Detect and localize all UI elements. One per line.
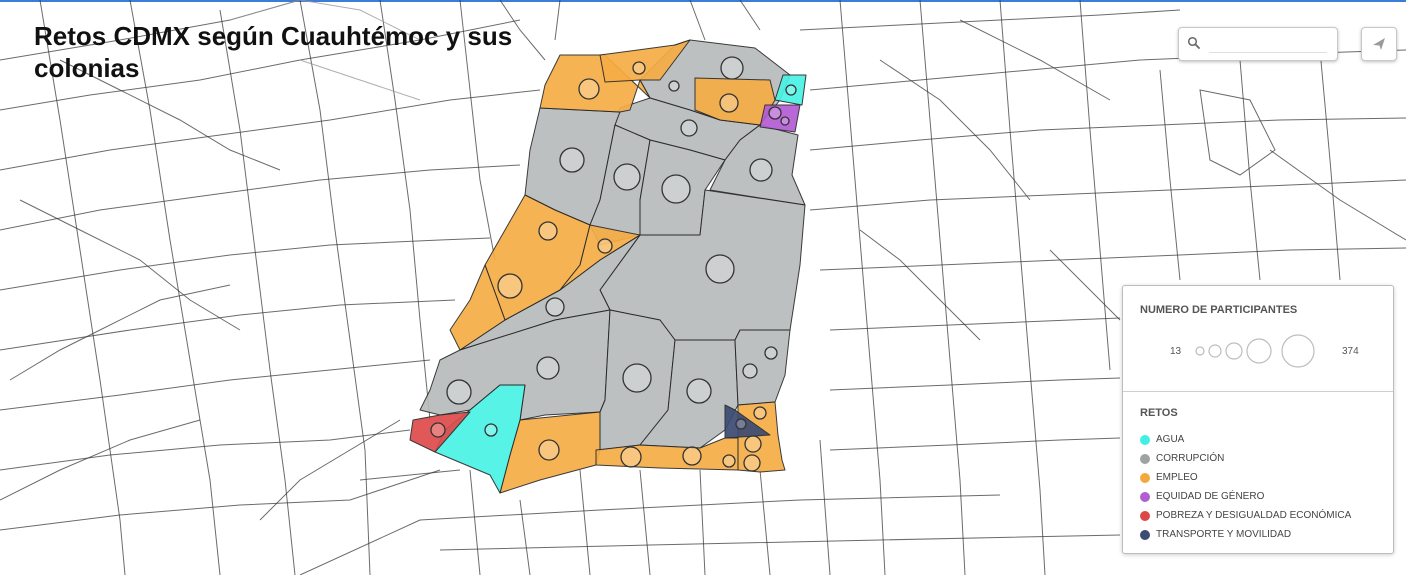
legend-items: AGUA CORRUPCIÓN EMPLEO EQUIDAD DE GÉNERO… xyxy=(1140,430,1351,544)
colonia-agua-north[interactable] xyxy=(774,74,807,106)
legend-size-circle xyxy=(1281,334,1315,368)
top-accent-line xyxy=(0,0,1406,2)
bubble xyxy=(597,238,613,254)
bubble xyxy=(613,163,641,191)
share-arrow-icon xyxy=(1373,38,1385,50)
bubble xyxy=(622,363,652,393)
legend-size-circle xyxy=(1208,344,1222,358)
bubble xyxy=(538,221,558,241)
agua-dot-icon xyxy=(1140,434,1150,445)
bubble xyxy=(620,446,642,468)
search-box[interactable] xyxy=(1178,27,1338,61)
colonia-empleo-west2[interactable] xyxy=(559,224,641,291)
bubble xyxy=(719,93,739,113)
bubble xyxy=(484,423,498,437)
corrupcion-dot-icon xyxy=(1140,453,1150,464)
legend-size-circles xyxy=(1195,334,1315,368)
colonia-empleo-se[interactable] xyxy=(737,401,786,473)
legend-item-agua[interactable]: AGUA xyxy=(1140,430,1351,449)
search-input[interactable] xyxy=(1209,34,1327,53)
legend-size-max: 374 xyxy=(1342,346,1359,357)
bubble xyxy=(735,418,747,430)
bubble xyxy=(680,119,698,137)
colonia-pobreza[interactable] xyxy=(409,411,471,453)
legend-size-min: 13 xyxy=(1170,346,1182,357)
bubble xyxy=(785,84,797,96)
bubble xyxy=(668,80,680,92)
bubble xyxy=(578,78,600,100)
map-title: Retos CDMX según Cuauhtémoc y sus coloni… xyxy=(34,21,513,83)
legend-item-label: AGUA xyxy=(1156,434,1185,445)
bubble xyxy=(545,297,565,317)
bubble xyxy=(536,356,560,380)
bubble xyxy=(446,379,472,405)
bubble xyxy=(559,147,585,173)
legend-size-circle xyxy=(1225,342,1243,360)
legend-item-label: TRANSPORTE Y MOVILIDAD xyxy=(1156,529,1292,540)
share-button[interactable] xyxy=(1361,27,1397,61)
legend-size-circle xyxy=(1195,346,1205,356)
bubble xyxy=(744,435,762,453)
legend-panel: NUMERO DE PARTICIPANTES 13 374 RETOS AGU… xyxy=(1122,285,1394,554)
bubble xyxy=(780,116,790,126)
legend-divider xyxy=(1123,391,1393,392)
empleo-dot-icon xyxy=(1140,472,1150,483)
bubble xyxy=(743,454,761,472)
bubble xyxy=(722,454,736,468)
bubble xyxy=(686,378,712,404)
bubble xyxy=(430,422,446,438)
legend-item-label: EMPLEO xyxy=(1156,472,1198,483)
legend-item-label: POBREZA Y DESIGUALDAD ECONÓMICA xyxy=(1156,510,1352,521)
bubble xyxy=(661,174,691,204)
colonia-equidad[interactable] xyxy=(759,104,801,133)
bubble xyxy=(753,406,767,420)
colonias-layer xyxy=(409,39,807,494)
participant-bubbles xyxy=(430,56,797,472)
bubble xyxy=(768,106,782,120)
legend-item-label: EQUIDAD DE GÉNERO xyxy=(1156,491,1265,502)
legend-item-equidad[interactable]: EQUIDAD DE GÉNERO xyxy=(1140,487,1351,506)
search-icon xyxy=(1187,36,1200,49)
transporte-dot-icon xyxy=(1140,529,1150,540)
bubble xyxy=(764,346,778,360)
bubble xyxy=(632,61,646,75)
legend-category-title: RETOS xyxy=(1140,407,1178,419)
bubble xyxy=(682,446,702,466)
bubble xyxy=(538,439,560,461)
legend-size-circle xyxy=(1246,338,1272,364)
legend-item-corrupcion[interactable]: CORRUPCIÓN xyxy=(1140,449,1351,468)
legend-item-transporte[interactable]: TRANSPORTE Y MOVILIDAD xyxy=(1140,525,1351,544)
legend-size-scale: 13 374 xyxy=(1140,334,1380,368)
bubble xyxy=(742,363,758,379)
bubble xyxy=(749,158,773,182)
legend-item-pobreza[interactable]: POBREZA Y DESIGUALDAD ECONÓMICA xyxy=(1140,506,1351,525)
bubble xyxy=(720,56,744,80)
equidad-dot-icon xyxy=(1140,491,1150,502)
colonia-empleo-west3[interactable] xyxy=(449,264,506,351)
legend-item-empleo[interactable]: EMPLEO xyxy=(1140,468,1351,487)
bubble xyxy=(705,254,735,284)
legend-item-label: CORRUPCIÓN xyxy=(1156,453,1225,464)
pobreza-dot-icon xyxy=(1140,510,1150,521)
legend-size-title: NUMERO DE PARTICIPANTES xyxy=(1140,304,1298,316)
bubble xyxy=(497,273,523,299)
colonia-empleo-north-top[interactable] xyxy=(599,39,691,83)
colonia-transporte[interactable] xyxy=(724,404,771,439)
